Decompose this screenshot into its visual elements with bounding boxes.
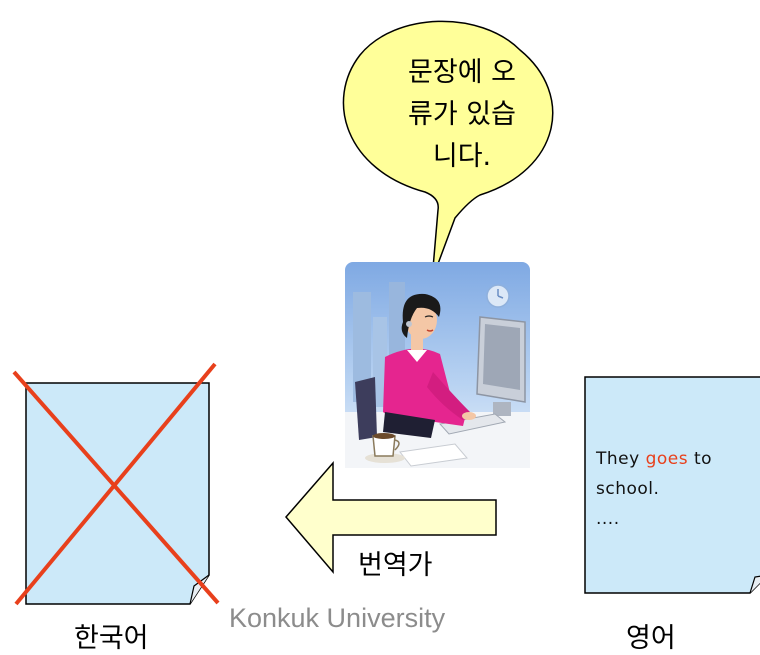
line1-after: to [688,449,713,469]
cross-line-1 [12,370,220,605]
translator-label: 번역가 [358,550,433,581]
english-label: 영어 [626,623,676,654]
english-line-1: They goes to [596,444,760,474]
line1-before: They [596,449,646,469]
footer-text: Konkuk University [229,603,446,633]
coffee-cup-icon [365,433,405,463]
bubble-line-3: 니다. [432,141,492,172]
english-document-text: They goes to school. .... [596,444,760,534]
english-line-3: .... [596,509,620,529]
error-word: goes [645,449,689,469]
english-line-2: school. [596,479,660,499]
bubble-line-1: 문장에 오 [408,57,516,88]
woman-at-computer-illustration [345,262,530,468]
cross-line-2 [14,362,217,606]
speech-bubble-text: 문장에 오 류가 있습 니다. [372,52,552,178]
wall-clock-icon [486,284,510,308]
korean-label: 한국어 [74,623,149,654]
bubble-line-2: 류가 있습 [408,99,516,130]
